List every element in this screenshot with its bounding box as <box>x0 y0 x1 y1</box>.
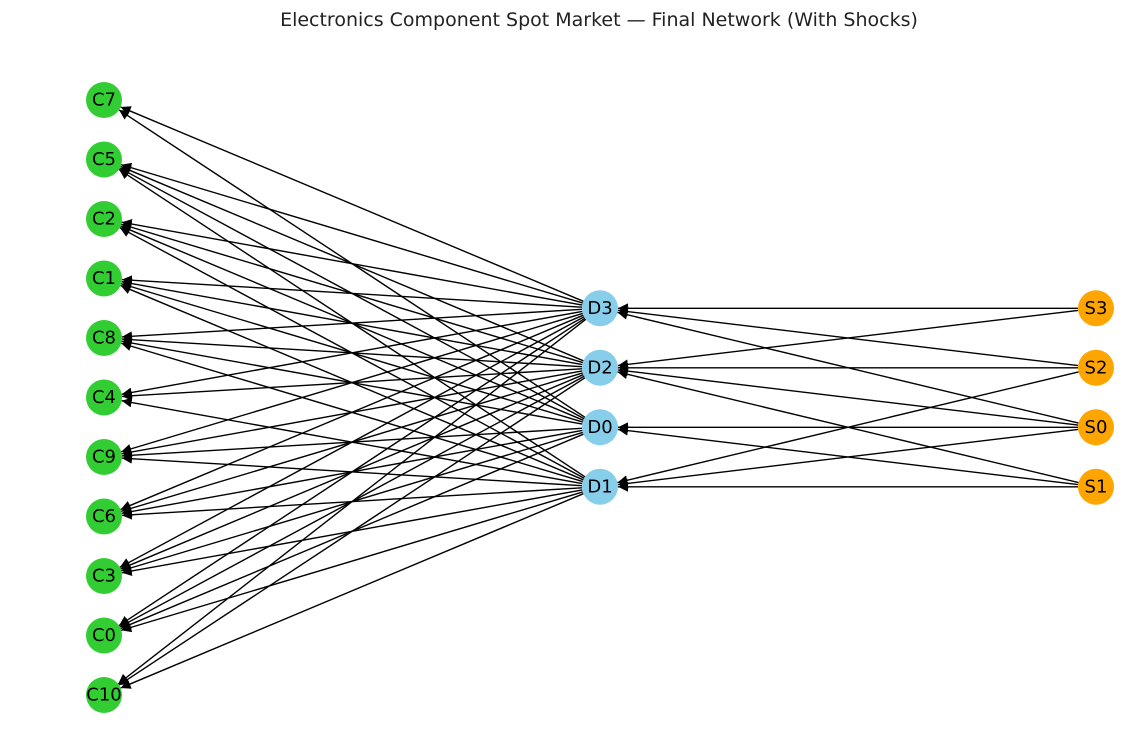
edge-d3-to-c7 <box>120 106 584 302</box>
node-label-c1: C1 <box>92 268 116 289</box>
node-c0: C0 <box>86 617 122 654</box>
node-d3: D3 <box>582 290 618 327</box>
edge-d1-to-c5 <box>118 168 586 478</box>
node-label-s0: S0 <box>1085 417 1108 438</box>
node-circle-d3 <box>582 290 618 327</box>
node-circle-c3 <box>86 558 122 594</box>
node-s2: S2 <box>1078 349 1114 386</box>
node-circle-s0 <box>1078 409 1114 446</box>
node-c10: C10 <box>86 677 122 713</box>
node-label-c3: C3 <box>92 566 116 587</box>
node-c9: C9 <box>86 439 122 475</box>
node-label-d0: D0 <box>587 417 612 438</box>
node-label-s2: S2 <box>1085 357 1108 378</box>
node-label-c0: C0 <box>92 625 116 646</box>
node-label-s1: S1 <box>1085 476 1108 497</box>
node-c7: C7 <box>86 82 122 118</box>
node-circle-s2 <box>1078 349 1114 386</box>
node-label-c4: C4 <box>92 387 116 408</box>
node-circle-c2 <box>86 201 122 237</box>
edge-d1-to-c3 <box>121 489 583 576</box>
edge-d1-to-c8 <box>120 341 584 483</box>
edge-s1-to-d2 <box>617 369 1079 484</box>
node-circle-c10 <box>86 677 122 713</box>
node-circle-d0 <box>582 409 618 446</box>
node-c1: C1 <box>86 260 122 297</box>
edge-d0-to-c5 <box>119 167 585 420</box>
node-d2: D2 <box>582 349 618 386</box>
edge-s0-to-d2 <box>617 366 1079 426</box>
node-c2: C2 <box>86 201 122 237</box>
node-c4: C4 <box>86 379 122 416</box>
node-label-d1: D1 <box>587 476 612 497</box>
edge-d1-to-c6 <box>121 487 583 520</box>
node-label-d2: D2 <box>587 357 612 378</box>
edge-d1-to-c0 <box>120 491 584 633</box>
node-circle-c6 <box>86 498 122 535</box>
node-s1: S1 <box>1078 468 1114 505</box>
node-label-c9: C9 <box>92 447 116 468</box>
node-circle-c9 <box>86 439 122 475</box>
node-label-c7: C7 <box>92 90 116 111</box>
node-circle-d1 <box>582 468 618 505</box>
node-circle-c0 <box>86 617 122 654</box>
edge-d1-to-c9 <box>121 453 583 487</box>
edge-d1-to-c1 <box>120 284 584 481</box>
node-c3: C3 <box>86 558 122 594</box>
edge-d0-to-c7 <box>118 109 586 418</box>
node-d1: D1 <box>582 468 618 505</box>
node-c6: C6 <box>86 498 122 535</box>
node-circle-c7 <box>86 82 122 118</box>
node-c8: C8 <box>86 320 122 356</box>
node-c5: C5 <box>86 141 122 178</box>
node-label-c6: C6 <box>92 506 116 527</box>
edge-d3-to-c5 <box>120 162 584 304</box>
node-circle-d2 <box>582 349 618 386</box>
edge-s2-to-d3 <box>617 306 1079 367</box>
node-label-c8: C8 <box>92 328 116 349</box>
node-label-d3: D3 <box>587 298 612 319</box>
figure-title: Electronics Component Spot Market — Fina… <box>280 9 918 31</box>
node-circle-c5 <box>86 141 122 178</box>
node-s0: S0 <box>1078 409 1114 446</box>
node-s3: S3 <box>1078 290 1114 327</box>
node-d0: D0 <box>582 409 618 446</box>
edge-d1-to-c2 <box>119 226 585 479</box>
node-label-c10: C10 <box>86 685 121 706</box>
node-label-c5: C5 <box>92 149 116 170</box>
node-circle-c1 <box>86 260 122 297</box>
node-label-s3: S3 <box>1085 298 1108 319</box>
edges-layer <box>117 106 1079 689</box>
edge-d1-to-c4 <box>121 397 583 485</box>
node-circle-s1 <box>1078 468 1114 505</box>
edge-d1-to-c10 <box>120 493 584 689</box>
node-circle-s3 <box>1078 290 1114 327</box>
node-circle-c8 <box>86 320 122 356</box>
node-circle-c4 <box>86 379 122 416</box>
edge-s0-to-d3 <box>617 309 1079 424</box>
edge-s1-to-d0 <box>617 425 1079 486</box>
node-label-c2: C2 <box>92 209 116 230</box>
